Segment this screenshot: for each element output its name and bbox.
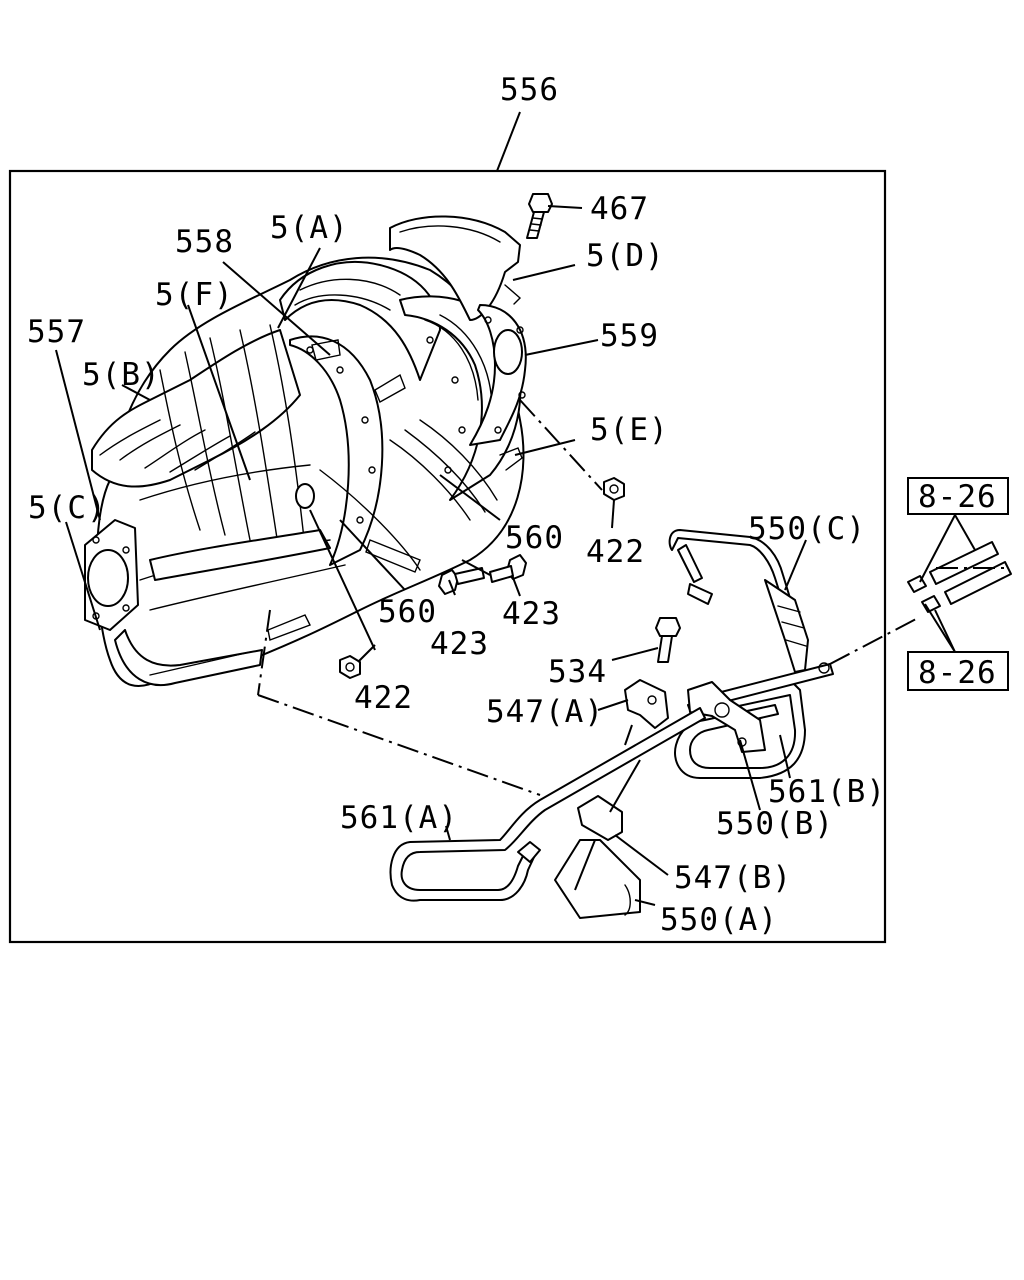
- label-547b: 547(B): [674, 860, 792, 896]
- label-5e: 5(E): [590, 412, 669, 448]
- reference-pipes-8-26: [907, 541, 1012, 613]
- label-559: 559: [600, 318, 659, 354]
- leader-556: [496, 111, 521, 172]
- label-556: 556: [500, 72, 559, 108]
- label-557: 557: [27, 314, 86, 350]
- pipe-550c: [668, 529, 809, 673]
- label-422-left: 422: [354, 680, 413, 716]
- label-561b: 561(B): [768, 774, 886, 810]
- label-ref-top: 8-26: [918, 479, 997, 515]
- label-5a: 5(A): [270, 210, 349, 246]
- clamp-547b: [577, 795, 623, 841]
- label-550a: 550(A): [660, 902, 778, 938]
- leader-lines: [55, 205, 976, 906]
- label-550b: 550(B): [716, 806, 834, 842]
- bolt-467: [526, 193, 553, 239]
- reference-box-bottom: [907, 651, 1009, 691]
- bolt-423-right: [489, 554, 527, 583]
- label-467: 467: [590, 191, 649, 227]
- nut-422-left: [339, 655, 361, 679]
- clamp-547a: [624, 679, 669, 729]
- label-5c: 5(C): [28, 490, 107, 526]
- label-558: 558: [175, 224, 234, 260]
- label-547a: 547(A): [486, 694, 604, 730]
- label-423-left: 423: [430, 626, 489, 662]
- label-561a: 561(A): [340, 800, 458, 836]
- catalytic-converter: [84, 215, 527, 687]
- pipe-561a: [389, 707, 706, 902]
- label-ref-bottom: 8-26: [918, 655, 997, 691]
- reference-box-top: [907, 477, 1009, 515]
- heat-shield-550a: [554, 839, 641, 919]
- nut-422-right: [603, 477, 625, 501]
- label-560-right: 560: [505, 520, 564, 556]
- label-534: 534: [548, 654, 607, 690]
- assembly-frame: [8, 169, 887, 944]
- label-550c: 550(C): [748, 511, 866, 547]
- label-422-right: 422: [586, 534, 645, 570]
- label-423-right: 423: [502, 596, 561, 632]
- label-5b: 5(B): [82, 357, 161, 393]
- heat-shield-part-298: [295, 483, 315, 509]
- bolt-534: [655, 617, 681, 663]
- label-560-left: 560: [378, 594, 437, 630]
- label-5d: 5(D): [586, 238, 665, 274]
- label-5f: 5(F): [155, 277, 234, 313]
